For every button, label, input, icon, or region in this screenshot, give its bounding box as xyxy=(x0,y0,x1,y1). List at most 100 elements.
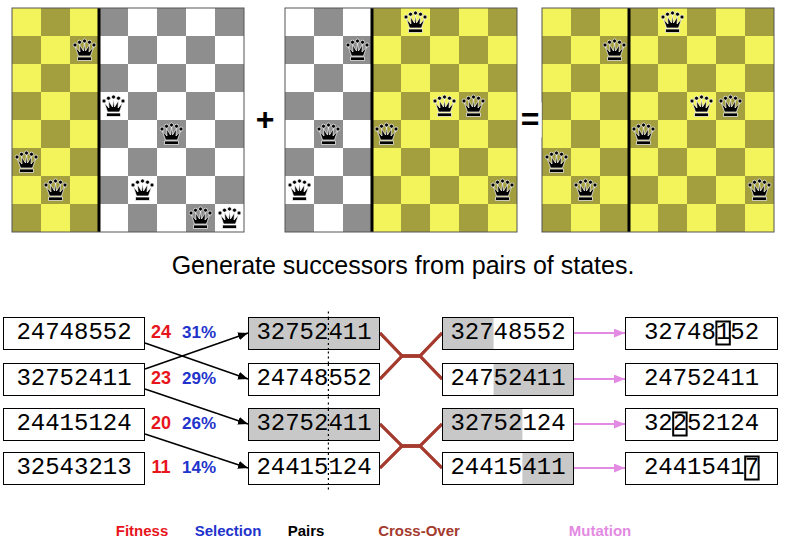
selection-percent: 14% xyxy=(180,459,218,478)
stage-label-holder: Cross-Over xyxy=(376,522,462,540)
stage-label-holder: Fitness xyxy=(114,522,171,540)
state-box: 32543213 xyxy=(3,452,145,485)
state-string: 24415124 xyxy=(16,410,131,438)
state-string: 24748552 xyxy=(16,319,131,347)
queen-piece xyxy=(73,39,96,61)
fitness-value: 11 xyxy=(149,458,172,478)
queen-piece xyxy=(189,207,212,229)
state-box: 24415124 xyxy=(3,408,145,441)
crossover-divider xyxy=(371,8,374,232)
queen-piece xyxy=(44,179,67,201)
mutation-arrow xyxy=(574,423,625,425)
queen-piece xyxy=(545,151,568,173)
crossover-line xyxy=(380,424,442,468)
state-box: 24748552 xyxy=(248,363,380,396)
operator-sign-holder: + xyxy=(254,102,277,137)
state-box: 24752411 xyxy=(625,363,778,396)
state-box: 32752124 xyxy=(442,408,574,441)
crossover-divider xyxy=(98,8,101,232)
crossover-line xyxy=(380,356,442,379)
queen-piece xyxy=(661,11,684,33)
mutation-arrow xyxy=(574,332,625,334)
selection-percent: 26% xyxy=(180,415,218,434)
queen-piece xyxy=(603,39,626,61)
board-region xyxy=(12,8,99,232)
chessboard xyxy=(542,8,774,232)
state-box: 32748552 xyxy=(442,317,574,350)
state-string: 32252124 xyxy=(644,410,759,438)
selection-percent: 31% xyxy=(180,324,218,343)
queen-piece xyxy=(404,11,427,33)
board-region xyxy=(542,8,774,232)
fitness-value: 24 xyxy=(149,323,173,343)
state-string: 32543213 xyxy=(16,454,131,482)
state-string: 32752411 xyxy=(256,319,371,347)
caption-box: Generate successors from pairs of states… xyxy=(170,252,637,280)
state-box: 32748152 xyxy=(625,317,778,350)
stage-label: Cross-Over xyxy=(376,523,462,540)
queen-piece xyxy=(218,207,241,229)
state-box: 24415124 xyxy=(248,452,380,485)
queen-piece xyxy=(433,95,456,117)
board-frame xyxy=(285,8,517,232)
queen-piece xyxy=(102,95,125,117)
operator-sign: = xyxy=(519,102,542,137)
stage-label: Mutation xyxy=(567,523,633,540)
state-string: 32752411 xyxy=(256,410,371,438)
state-string: 24415124 xyxy=(256,454,371,482)
queen-piece xyxy=(346,39,369,61)
state-string: 24415411 xyxy=(450,454,565,482)
fitness-value: 23 xyxy=(149,369,173,389)
board-frame xyxy=(542,8,774,232)
board-region xyxy=(372,8,517,232)
state-string: 24752411 xyxy=(450,365,565,393)
caption-text: Generate successors from pairs of states… xyxy=(170,252,637,280)
stage-label: Pairs xyxy=(286,523,327,540)
queen-piece xyxy=(748,179,771,201)
board-region xyxy=(285,8,372,232)
fitness-value: 20 xyxy=(149,414,173,434)
connectors xyxy=(145,333,625,468)
fitness-value-holder: 11 xyxy=(149,458,172,478)
mutation-arrow xyxy=(574,467,625,469)
stage-label: Fitness xyxy=(114,523,171,540)
state-string: 32748552 xyxy=(450,319,565,347)
queen-piece xyxy=(160,123,183,145)
crossover-line xyxy=(380,333,442,379)
state-string: 24415417 xyxy=(644,454,759,482)
state-box: 32752411 xyxy=(248,317,380,350)
state-box: 24752411 xyxy=(442,363,574,396)
selection-percent-holder: 31% xyxy=(180,324,218,343)
stage-label-holder: Mutation xyxy=(567,522,633,540)
fitness-value-holder: 20 xyxy=(149,414,173,434)
crossover-line xyxy=(380,446,442,468)
state-box: 24415411 xyxy=(442,452,574,485)
mutation-arrow xyxy=(574,378,625,380)
queen-piece xyxy=(574,179,597,201)
queen-piece xyxy=(375,123,398,145)
selection-percent-holder: 14% xyxy=(180,459,218,478)
queen-piece xyxy=(15,151,38,173)
fitness-value-holder: 23 xyxy=(149,369,173,389)
state-box: 32752411 xyxy=(248,408,380,441)
state-box: 24748552 xyxy=(3,317,145,350)
state-box: 24415417 xyxy=(625,452,778,485)
state-box: 32252124 xyxy=(625,408,778,441)
selection-percent-holder: 26% xyxy=(180,415,218,434)
queen-piece xyxy=(491,179,514,201)
state-box: 32752411 xyxy=(3,363,145,396)
state-string: 32752124 xyxy=(450,410,565,438)
queen-piece xyxy=(719,95,742,117)
crossover-line xyxy=(380,424,442,468)
selection-percent-holder: 29% xyxy=(180,370,218,389)
state-string: 24752411 xyxy=(644,365,759,393)
operator-sign-holder: = xyxy=(519,102,542,137)
queen-piece xyxy=(462,95,485,117)
queen-piece xyxy=(632,123,655,145)
board-frame xyxy=(12,8,244,232)
chessboard xyxy=(12,8,244,232)
stage-label: Selection xyxy=(193,523,264,540)
state-string: 32752411 xyxy=(16,365,131,393)
stage-label-holder: Selection xyxy=(193,522,264,540)
queen-piece xyxy=(131,179,154,201)
